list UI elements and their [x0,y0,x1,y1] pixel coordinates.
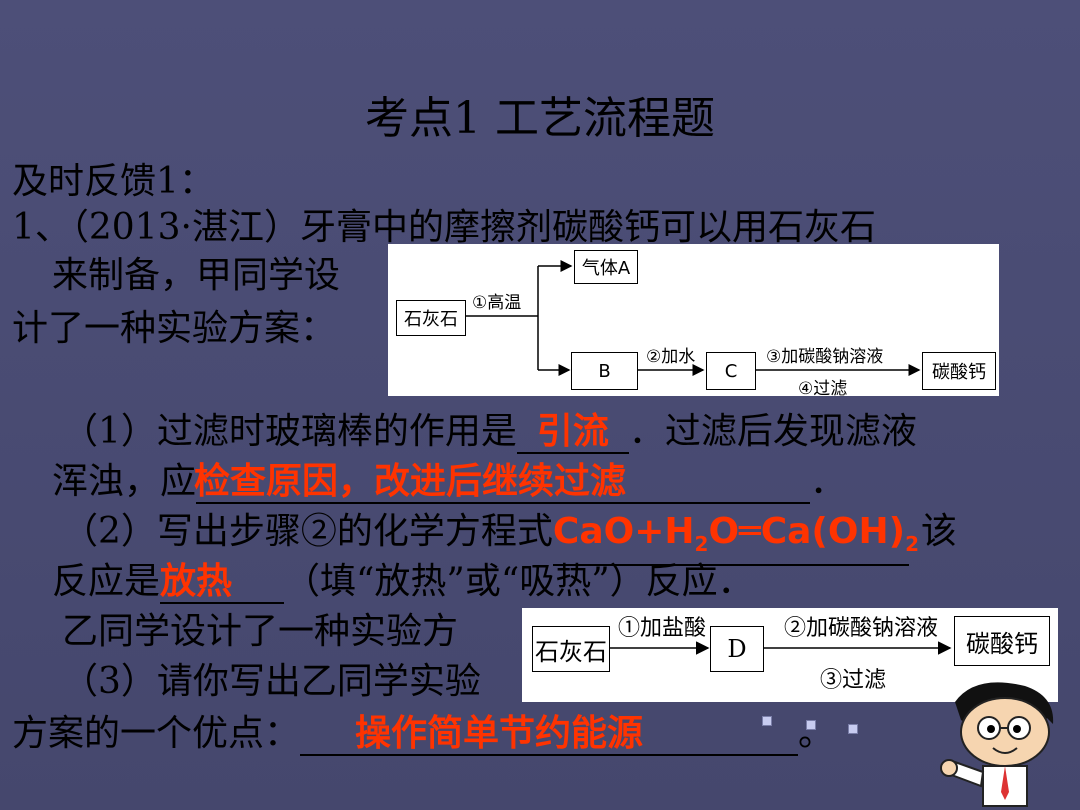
q3b-text: 方案的一个优点： [12,713,301,754]
q2-text-post: 该 [920,511,957,552]
q3b-line: 方案的一个优点： 操作简单节约能源 。 [12,712,834,756]
question-intro-2: 来制备，甲同学设 [52,255,341,296]
q2b-line: 反应是放热 （填“放热”或“吸热”）反应． [52,560,754,604]
box2-product: 碳酸钙 [954,616,1050,666]
cartoon-student-icon [940,682,1054,807]
slide-title: 考点1 工艺流程题 [365,93,715,144]
box-b: B [571,352,638,390]
box-product: 碳酸钙 [922,352,996,390]
q1-line: （1）过滤时玻璃棒的作用是引流 ．过滤后发现滤液 [62,410,917,454]
q2-answer-part1: CaO+H [552,511,695,552]
q2-answer-part2: O═Ca(OH) [708,511,906,552]
q2-answer: CaO+H2O═Ca(OH)2 [552,511,919,557]
q3b-text-post: 。 [798,713,835,754]
question-intro-3: 计了一种实验方案： [12,308,337,349]
label2-add-hcl: ①加盐酸 [618,616,707,641]
label-step-filter: ④过滤 [798,379,848,399]
q1-text-post: ．过滤后发现滤液 [628,411,917,452]
q2-line: （2）写出步骤②的化学方程式CaO+H2O═Ca(OH)2该 [62,510,957,567]
label-step-high-temp: ①高温 [472,293,522,313]
q1-text: （1）过滤时玻璃棒的作用是 [62,411,517,452]
q1b-text: 浑浊，应 [52,461,197,502]
flow-diagram-2: 石灰石 ①加盐酸 D ②加碳酸钠溶液 ③过滤 碳酸钙 [522,608,1058,702]
q1b-answer: 检查原因，改进后继续过滤 [194,461,627,502]
label2-add-na2co3: ②加碳酸钠溶液 [784,616,939,641]
feedback-label: 及时反馈1： [12,161,215,202]
q2-answer-sub1: 2 [694,532,709,557]
flow-diagram-2-arrows [610,641,952,655]
q3b-blank: 操作简单节约能源 [300,713,799,756]
q2b-blank: 放热 [160,561,285,604]
flow-diagram-1-arrows [466,260,921,376]
question-intro: 1、（2013·湛江）牙膏中的摩擦剂碳酸钙可以用石灰石 [12,207,876,248]
q2-blank: CaO+H2O═Ca(OH)2 [552,512,919,567]
q1b-blank: 检查原因，改进后继续过滤 [194,461,811,504]
q2-text: （2）写出步骤②的化学方程式 [62,511,553,552]
box-gas-a: 气体A [574,250,638,284]
box2-d: D [710,626,764,672]
q2b-answer: 放热 [160,561,233,602]
decor-square [806,720,816,730]
label-step-add-na2co3: ③加碳酸钠溶液 [766,347,884,367]
q3b-answer: 操作简单节约能源 [355,713,644,754]
q2b-text: 反应是 [52,561,161,602]
decor-square [762,716,772,726]
label-step-add-water: ②加水 [646,347,696,367]
box-c: C [706,352,756,390]
label2-filter: ③过滤 [820,668,887,693]
q2b-text-post: （填“放热”或“吸热”）反应． [284,561,754,602]
decor-square [848,724,858,734]
q1b-line: 浑浊，应检查原因，改进后继续过滤 ． [52,460,846,504]
flow-diagram-1: 石灰石 ①高温 气体A B ②加水 C ③加碳酸钠溶液 ④过滤 碳酸钙 [388,244,999,399]
q1-blank: 引流 [516,411,629,454]
q2-answer-sub2: 2 [905,532,919,557]
q3-line: （3）请你写出乙同学实验 [62,661,481,702]
box-limestone: 石灰石 [396,300,466,336]
q1b-text-post: ． [810,461,847,502]
box2-limestone: 石灰石 [532,626,610,672]
yi-line: 乙同学设计了一种实验方 [62,611,459,652]
q1-answer: 引流 [536,411,609,452]
